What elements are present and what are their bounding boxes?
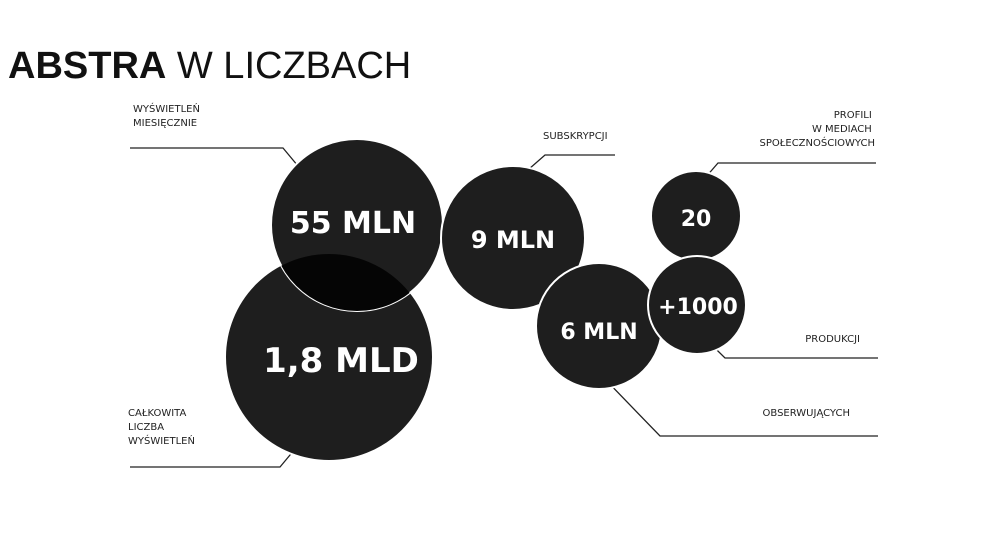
caption-productions: PRODUKCJI [805,334,860,345]
caption-line: SPOŁECZNOŚCIOWYCH [760,136,875,149]
caption-subscriptions: SUBSKRYPCJI [543,131,608,142]
value-subscriptions: 9 MLN [471,226,555,254]
caption-line: SUBSKRYPCJI [543,131,608,142]
title-rest: W LICZBACH [166,45,411,87]
leader-monthly-views [130,147,304,173]
caption-line: OBSERWUJĄCYCH [763,408,850,419]
caption-line: W MEDIACH [812,124,872,135]
page-title: ABSTRA W LICZBACH [8,45,411,87]
value-social-profiles: 20 [681,207,712,232]
caption-line: PROFILI [834,110,872,121]
value-total-views: 1,8 MLD [263,341,419,381]
bubble-productions [647,255,747,355]
caption-line: LICZBA [128,422,164,433]
caption-line: PRODUKCJI [805,334,860,345]
title-brand: ABSTRA [8,45,166,87]
caption-line: WYŚWIETLEŃ [133,102,200,115]
value-monthly-views: 55 MLN [290,206,416,241]
caption-followers: OBSERWUJĄCYCH [763,408,850,419]
caption-line: CAŁKOWITA [128,408,186,419]
caption-line: WYŚWIETLEŃ [128,434,195,447]
bubble-subscriptions [440,165,586,311]
caption-total-views: CAŁKOWITA LICZBA WYŚWIETLEŃ [128,408,195,447]
value-productions: +1000 [658,295,738,320]
leader-followers [601,375,878,437]
caption-monthly-views: WYŚWIETLEŃ MIESIĘCZNIE [133,102,203,129]
caption-social-profiles: PROFILI W MEDIACH SPOŁECZNOŚCIOWYCH [760,110,875,149]
caption-line: MIESIĘCZNIE [133,118,197,129]
value-followers: 6 MLN [560,320,637,345]
